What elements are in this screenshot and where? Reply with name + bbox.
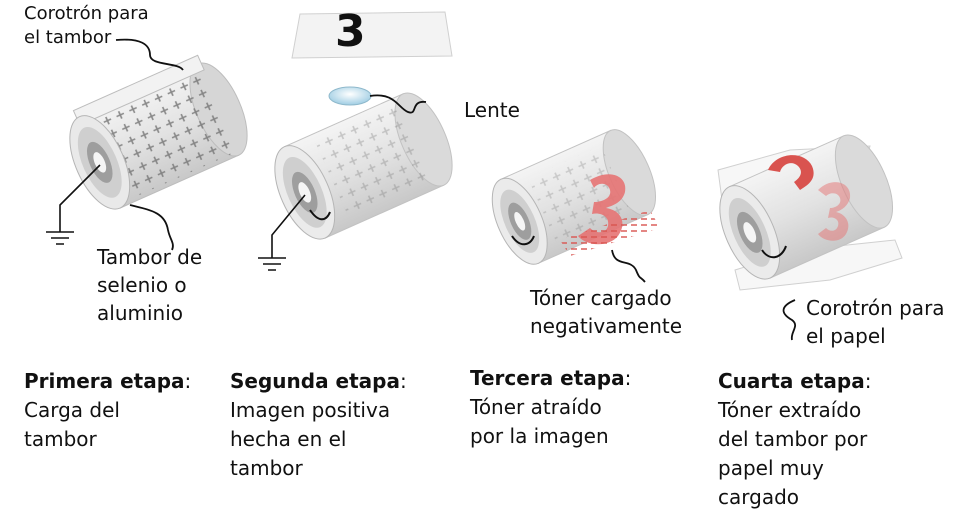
stage-4-title: Cuarta etapa bbox=[718, 369, 865, 393]
stage3-drum bbox=[491, 129, 660, 283]
stage-2-text: Imagen positiva hecha en el tambor bbox=[230, 398, 391, 480]
stage-3-caption: Tercera etapa: Tóner atraído por la imag… bbox=[470, 364, 670, 451]
paper-corotron-label: Corotrón para el papel bbox=[806, 296, 945, 348]
stage-1-text: Carga del tambor bbox=[24, 398, 120, 451]
stage-4-text: Tóner extraído del tambor por papel muy … bbox=[718, 398, 868, 509]
drum-corotron-label: Corotrón para el tambor bbox=[24, 3, 149, 48]
stage-3-title: Tercera etapa bbox=[470, 366, 625, 390]
stage1-drum bbox=[46, 38, 248, 251]
original-digit: 3 bbox=[335, 6, 366, 57]
lens-label: Lente bbox=[464, 98, 520, 122]
stage2-drum bbox=[258, 11, 453, 271]
stage-4-caption: Cuarta etapa: Tóner extraído del tambor … bbox=[718, 367, 928, 512]
stage-2-caption: Segunda etapa: Imagen positiva hecha en … bbox=[230, 367, 430, 483]
stage-1-title: Primera etapa bbox=[24, 369, 185, 393]
stage-2-title: Segunda etapa bbox=[230, 369, 400, 393]
toner-label: Tóner cargado negativamente bbox=[530, 286, 683, 338]
stage-3-text: Tóner atraído por la imagen bbox=[470, 395, 609, 448]
drum-material-label: Tambor de selenio o aluminio bbox=[97, 245, 203, 325]
stage-1-caption: Primera etapa: Carga del tambor bbox=[24, 367, 224, 454]
stage4-drum bbox=[717, 134, 903, 341]
